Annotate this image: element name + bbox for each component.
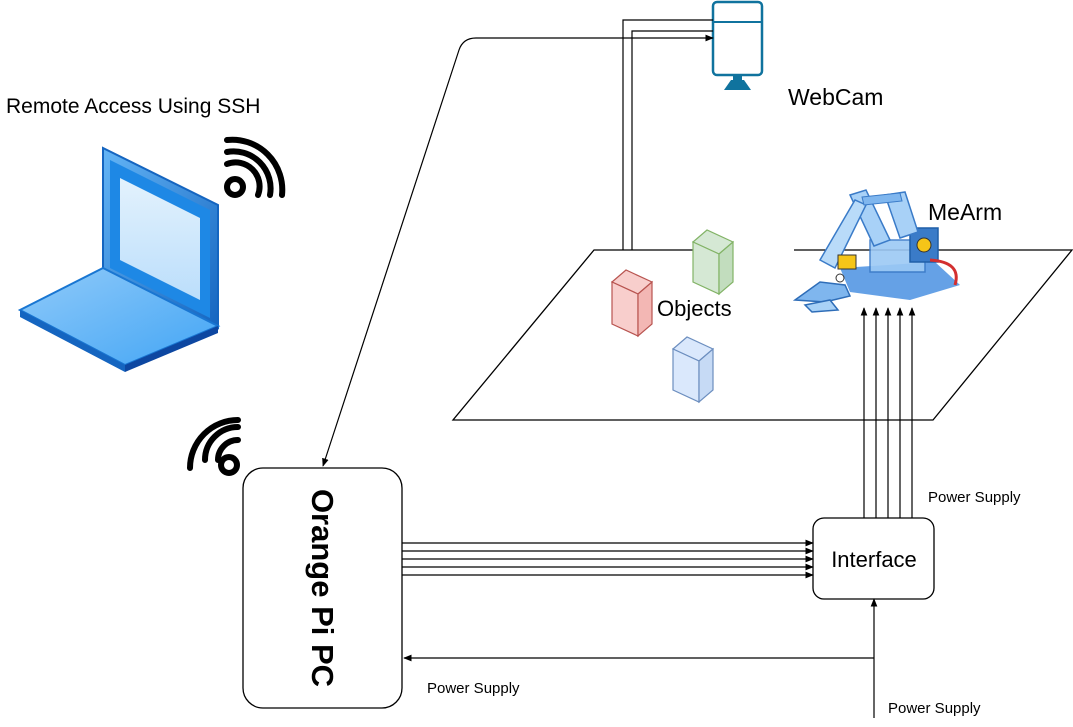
remote-access-label: Remote Access Using SSH (6, 95, 261, 118)
object-green (691, 229, 735, 296)
power-supply-label-top: Power Supply (928, 489, 1021, 506)
robot-arm-icon (792, 189, 960, 313)
object-blue (671, 336, 715, 404)
power-supply-label-left: Power Supply (427, 680, 520, 697)
servo-signal-arrows (860, 307, 916, 518)
interface-label: Interface (831, 547, 917, 572)
ssh-link-arrow (322, 34, 714, 467)
laptop-icon (17, 146, 221, 372)
orange-pi-label: Orange Pi PC (305, 488, 340, 688)
webcam-monitor-icon (711, 0, 764, 90)
gpio-signal-arrows (402, 539, 814, 579)
power-supply-lines (403, 598, 878, 718)
power-supply-label-bottom: Power Supply (888, 700, 981, 717)
webcam-label: WebCam (788, 84, 884, 110)
wifi-icon (224, 136, 286, 198)
webcam-cable (622, 19, 713, 250)
object-red (610, 269, 654, 338)
work-surface (451, 249, 1073, 421)
mearm-label: MeArm (928, 199, 1003, 225)
objects-label: Objects (657, 296, 732, 321)
orange-pi-box (242, 467, 403, 709)
wifi-icon (187, 417, 241, 476)
